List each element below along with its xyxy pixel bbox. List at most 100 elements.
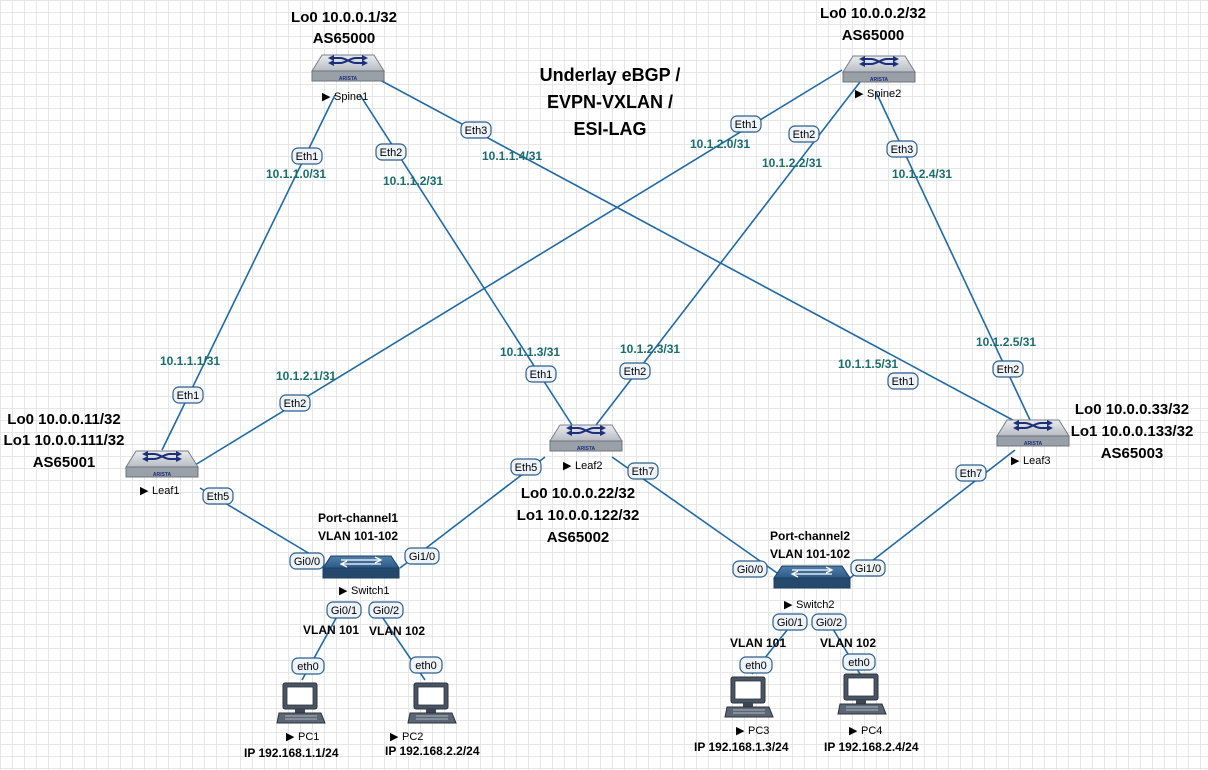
play-icon: ▶ (286, 731, 295, 743)
switch1-node[interactable]: ▶ Switch1 (322, 555, 400, 597)
interface-badge[interactable]: Eth3 (460, 121, 492, 139)
l2-switch-icon (773, 565, 851, 589)
title-line-1: Underlay eBGP / (540, 65, 681, 85)
pc3-label: PC3 (748, 725, 769, 737)
svg-text:Eth7: Eth7 (960, 468, 983, 480)
vendor-label: ARISTA (153, 472, 172, 478)
switch2-node[interactable]: ▶ Switch2 (773, 565, 851, 611)
interface-badge[interactable]: Eth3 (886, 140, 918, 158)
subnet-label: 10.1.1.4/31 (482, 149, 542, 163)
pc4-label: PC4 (861, 725, 882, 737)
interface-badge[interactable]: Eth2 (375, 143, 407, 161)
play-icon: ▶ (322, 91, 331, 103)
interface-badge[interactable]: Eth1 (887, 372, 919, 390)
subnet-label: 10.1.2.4/31 (892, 167, 952, 181)
svg-text:Eth2: Eth2 (793, 129, 816, 141)
svg-text:eth0: eth0 (415, 660, 436, 672)
switch1-label: Switch1 (351, 585, 390, 597)
spine1-node[interactable]: ARISTA ▶ Spine1 (311, 54, 385, 103)
leaf3-as: AS65003 (1101, 445, 1164, 462)
interface-badge[interactable]: Gi1/0 (850, 559, 886, 577)
interface-badge[interactable]: Gi0/2 (368, 601, 404, 619)
interface-badge[interactable]: Gi0/1 (326, 601, 362, 619)
interface-badge[interactable]: Eth1 (525, 365, 557, 383)
subnet-labels: 10.1.1.0/31 10.1.1.1/31 10.1.1.2/31 10.1… (160, 137, 1036, 383)
svg-text:Eth5: Eth5 (207, 491, 230, 503)
play-icon: ▶ (339, 585, 348, 597)
svg-text:Gi1/0: Gi1/0 (409, 551, 435, 563)
interface-badge[interactable]: Eth5 (202, 487, 234, 505)
leaf2-node[interactable]: ARISTA ▶ Leaf2 (549, 424, 623, 472)
interface-badge[interactable]: Eth2 (279, 394, 311, 412)
pc-icon (407, 682, 457, 724)
interface-badge[interactable]: Eth2 (788, 125, 820, 143)
interface-badge[interactable]: Gi0/0 (732, 560, 768, 578)
switch2-portchannel: Port-channel2 (770, 529, 850, 543)
interface-badge[interactable]: Eth1 (291, 147, 323, 165)
play-icon: ▶ (736, 725, 745, 737)
svg-text:Gi0/1: Gi0/1 (331, 605, 357, 617)
interface-badge[interactable]: Gi0/1 (772, 613, 808, 631)
svg-text:Eth1: Eth1 (177, 390, 200, 402)
leaf1-lo0: Lo0 10.0.0.11/32 (7, 411, 120, 428)
svg-text:Gi0/1: Gi0/1 (777, 617, 803, 629)
play-icon: ▶ (855, 88, 864, 100)
vendor-label: ARISTA (1024, 441, 1043, 447)
interface-badge[interactable]: Eth1 (730, 115, 762, 133)
pc2-label: PC2 (402, 731, 423, 743)
interface-badge[interactable]: eth0 (739, 656, 773, 674)
switch2-label: Switch2 (796, 599, 835, 611)
interface-badge[interactable]: Eth7 (955, 464, 987, 482)
pc2-node[interactable]: ▶ PC2 IP 192.168.2.2/24 VLAN 102 (369, 624, 480, 758)
pc2-ip: IP 192.168.2.2/24 (385, 744, 480, 758)
leaf2-lo1: Lo1 10.0.0.122/32 (517, 507, 640, 524)
svg-text:Eth5: Eth5 (515, 462, 538, 474)
leaf1-lo1: Lo1 10.0.0.111/32 (4, 432, 125, 449)
subnet-label: 10.1.1.0/31 (266, 167, 326, 181)
interface-badge[interactable]: Gi1/0 (404, 547, 440, 565)
subnet-label: 10.1.2.5/31 (976, 335, 1036, 349)
pc1-node[interactable]: ▶ PC1 IP 192.168.1.1/24 VLAN 101 (244, 623, 359, 760)
subnet-label: 10.1.2.0/31 (690, 137, 750, 151)
pc4-node[interactable]: ▶ PC4 IP 192.168.2.4/24 VLAN 102 (820, 636, 919, 754)
vendor-label: ARISTA (339, 76, 358, 82)
pc-icon (837, 673, 887, 715)
interface-badge[interactable]: Eth7 (627, 462, 659, 480)
switch2-vlans: VLAN 101-102 (770, 547, 850, 561)
leaf1-node[interactable]: ARISTA ▶ Leaf1 (125, 450, 199, 497)
spine2-node[interactable]: ARISTA ▶ Spine2 (842, 55, 916, 100)
svg-text:Eth1: Eth1 (530, 369, 553, 381)
subnet-label: 10.1.1.2/31 (383, 174, 443, 188)
svg-text:eth0: eth0 (848, 657, 869, 669)
title-line-2: EVPN-VXLAN / (547, 92, 673, 112)
svg-text:Eth1: Eth1 (735, 119, 758, 131)
leaf2-label: Leaf2 (575, 460, 603, 472)
interface-badge[interactable]: Eth2 (619, 362, 651, 380)
leaf3-node[interactable]: ARISTA ▶ Leaf3 (996, 419, 1070, 467)
interface-badge[interactable]: Gi0/0 (289, 552, 325, 570)
interface-badge[interactable]: Gi0/2 (811, 613, 847, 631)
svg-text:Eth1: Eth1 (892, 376, 915, 388)
interface-badge[interactable]: eth0 (842, 653, 876, 671)
interface-badge[interactable]: eth0 (291, 657, 325, 675)
svg-text:Eth1: Eth1 (296, 151, 319, 163)
svg-text:Gi0/2: Gi0/2 (373, 605, 399, 617)
interface-badge[interactable]: eth0 (409, 656, 443, 674)
spine2-label: Spine2 (867, 88, 901, 100)
interface-badge[interactable]: Eth5 (510, 458, 542, 476)
pc3-ip: IP 192.168.1.3/24 (694, 740, 789, 754)
pc1-ip: IP 192.168.1.1/24 (244, 746, 339, 760)
svg-text:Eth3: Eth3 (891, 144, 914, 156)
spine1-label: Spine1 (334, 91, 368, 103)
pc3-node[interactable]: ▶ PC3 IP 192.168.1.3/24 VLAN 101 (694, 636, 789, 754)
interface-badge[interactable]: Eth1 (172, 386, 204, 404)
interface-badge[interactable]: Eth2 (992, 360, 1024, 378)
play-icon: ▶ (1011, 455, 1020, 467)
leaf1-as: AS65001 (33, 454, 96, 471)
svg-text:Eth2: Eth2 (284, 398, 307, 410)
leaf2-lo0: Lo0 10.0.0.22/32 (521, 485, 635, 502)
spine2-lo0: Lo0 10.0.0.2/32 (820, 5, 926, 22)
subnet-label: 10.1.2.2/31 (762, 156, 822, 170)
spine1-lo0: Lo0 10.0.0.1/32 (291, 9, 397, 26)
pc-icon (724, 676, 774, 718)
